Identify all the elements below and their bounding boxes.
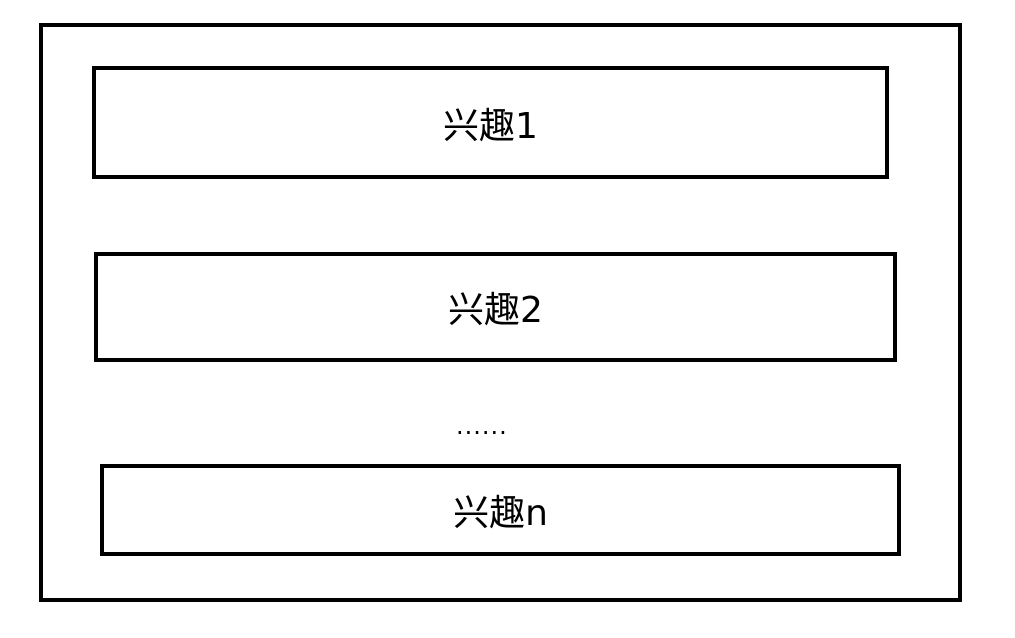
interest-container <box>39 23 962 602</box>
interest-box-2: 兴趣2 <box>94 252 897 362</box>
interest-label-1: 兴趣1 <box>443 105 538 147</box>
interest-box-1: 兴趣1 <box>92 66 889 179</box>
ellipsis: ...... <box>456 412 508 440</box>
interest-box-n: 兴趣n <box>100 464 901 556</box>
interest-label-n: 兴趣n <box>453 493 548 534</box>
interest-label-2: 兴趣2 <box>448 290 543 331</box>
